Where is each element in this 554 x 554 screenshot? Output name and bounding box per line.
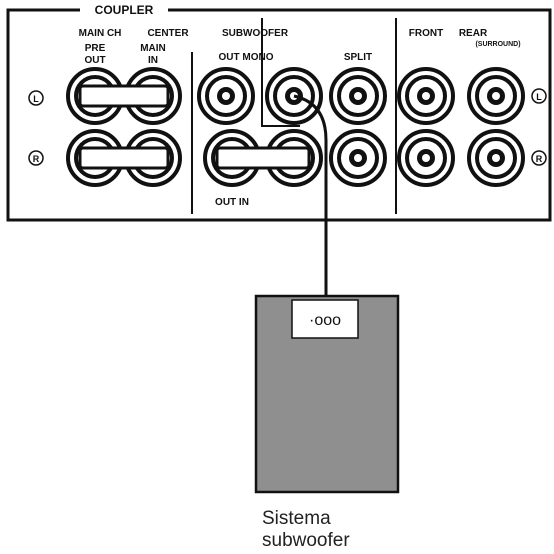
subwoofer-label: SUBWOOFER <box>222 28 289 39</box>
main-ch-label: MAIN CH <box>79 28 122 39</box>
svg-text:L: L <box>536 92 542 102</box>
subwoofer-caption: Sistema subwoofer <box>262 508 350 552</box>
coupler-label: COUPLER <box>95 3 154 17</box>
caption-line-1: Sistema <box>262 508 331 529</box>
subwoofer-cable <box>293 94 328 296</box>
pre-out-main-in-coupler-right <box>66 129 182 187</box>
caption-line-2: subwoofer <box>262 530 350 551</box>
out-mono-label: OUT MONO <box>219 52 274 63</box>
split-jack-right <box>329 129 387 187</box>
subwoofer-input-panel <box>291 299 359 339</box>
split-label: SPLIT <box>344 52 372 63</box>
center-out-jack <box>197 67 255 125</box>
rear-jack-right <box>467 129 525 187</box>
rear-label: REAR <box>459 28 488 39</box>
center-label: CENTER <box>147 28 189 39</box>
svg-text:R: R <box>33 154 40 164</box>
pre-out-label: OUT <box>84 55 105 66</box>
right-marker: R <box>28 150 44 166</box>
svg-text:L: L <box>33 94 39 104</box>
out-in-label: OUT IN <box>215 197 249 208</box>
surround-label: (SURROUND) <box>475 41 520 48</box>
center-out-in-coupler <box>203 129 323 187</box>
front-label: FRONT <box>409 28 443 39</box>
main-in-label: IN <box>148 55 158 66</box>
left-marker-right-side: L <box>531 88 547 104</box>
left-marker: L <box>28 90 44 106</box>
pre-out-main-in-coupler-left <box>66 67 182 125</box>
subwoofer-bracket <box>261 18 300 127</box>
rear-jack-left <box>467 67 525 125</box>
split-jack-left <box>329 67 387 125</box>
front-jack-left <box>397 67 455 125</box>
right-marker-right-side: R <box>531 150 547 166</box>
main-label: MAIN <box>140 43 166 54</box>
pre-label: PRE <box>85 43 106 54</box>
svg-text:R: R <box>536 154 543 164</box>
subwoofer-input-jacks: ·ooo <box>309 312 341 329</box>
front-jack-right <box>397 129 455 187</box>
